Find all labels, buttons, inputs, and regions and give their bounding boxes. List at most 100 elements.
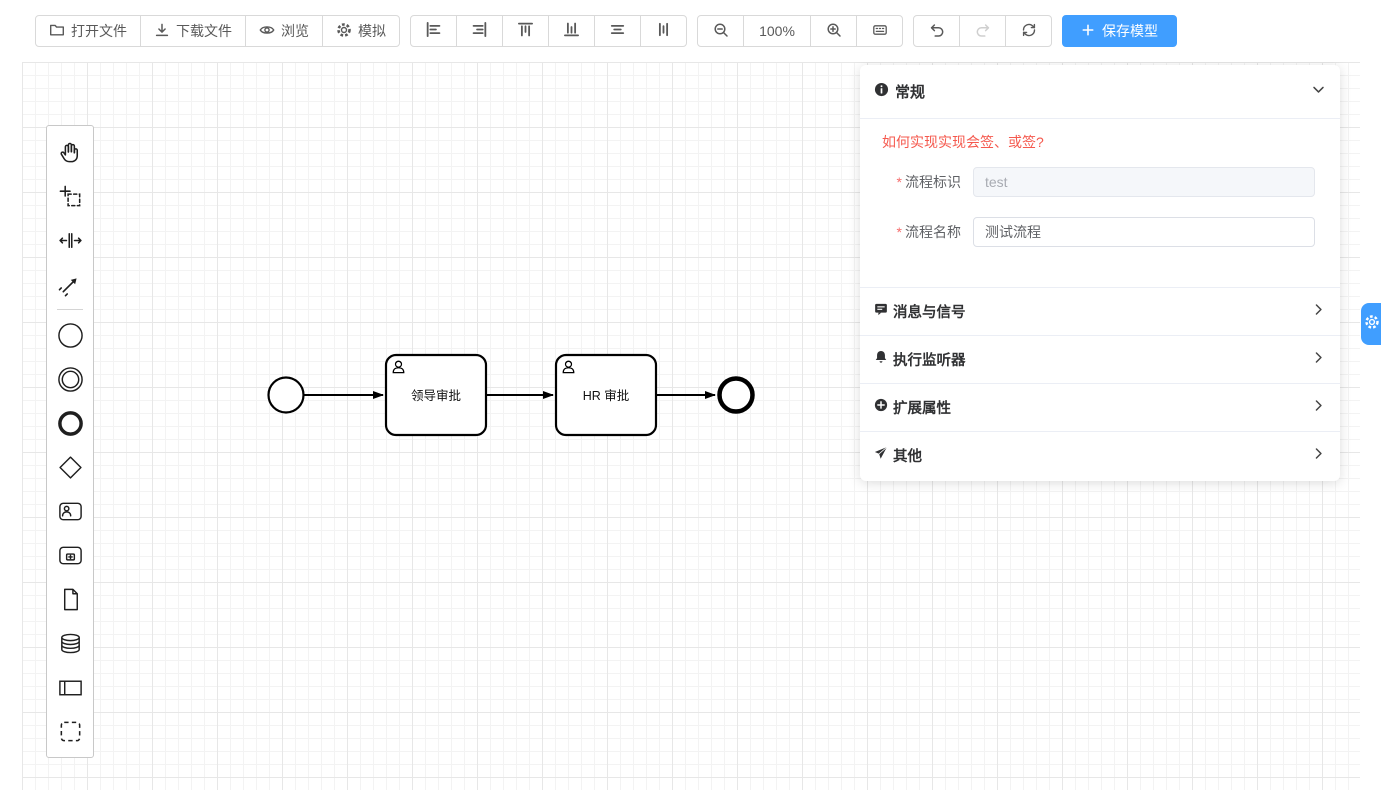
general-section-body: 如何实现实现会签、或签? *流程标识 *流程名称 — [860, 119, 1340, 287]
settings-drawer-toggle[interactable] — [1361, 303, 1381, 345]
chevron-right-icon — [1311, 302, 1326, 322]
file-button-group: 打开文件 下载文件 浏览 模拟 — [35, 15, 400, 47]
redo-button[interactable] — [959, 15, 1006, 47]
document-icon — [63, 588, 78, 610]
message-icon — [874, 302, 888, 321]
download-file-label: 下载文件 — [176, 23, 232, 39]
zoom-in-icon — [826, 22, 842, 41]
zoom-level-value: 100% — [759, 23, 795, 39]
undo-button[interactable] — [913, 15, 960, 47]
chevron-down-icon — [1311, 82, 1326, 102]
palette-data-store[interactable] — [47, 621, 93, 665]
process-name-label: *流程名称 — [896, 224, 961, 240]
palette-user-task[interactable] — [47, 489, 93, 533]
hand-icon — [59, 142, 78, 162]
properties-panel: 常规 如何实现实现会签、或签? *流程标识 *流程名称 消息与信号 — [860, 65, 1340, 481]
user-icon — [392, 360, 405, 374]
align-top-button[interactable] — [502, 15, 549, 47]
countersign-help-link[interactable]: 如何实现实现会签、或签? — [882, 134, 1044, 150]
section-messages-signals[interactable]: 消息与信号 — [860, 287, 1340, 335]
palette-gateway[interactable] — [47, 445, 93, 489]
eye-icon — [259, 22, 275, 41]
align-right-icon — [471, 21, 488, 41]
section-execution-listeners[interactable]: 执行监听器 — [860, 335, 1340, 383]
gateway-icon — [58, 455, 82, 479]
palette-document[interactable] — [47, 577, 93, 621]
process-id-input[interactable] — [973, 167, 1315, 197]
align-bottom-button[interactable] — [548, 15, 595, 47]
align-left-icon — [425, 21, 442, 41]
section-other[interactable]: 其他 — [860, 431, 1340, 479]
process-name-row: *流程名称 — [882, 217, 1315, 247]
pool-icon — [58, 680, 82, 695]
chevron-right-icon — [1311, 446, 1326, 466]
info-icon — [874, 82, 889, 102]
preview-button[interactable]: 浏览 — [245, 15, 323, 47]
start-event-node[interactable] — [267, 376, 305, 414]
palette-group[interactable] — [47, 709, 93, 753]
simulate-label: 模拟 — [358, 23, 386, 39]
general-section-header[interactable]: 常规 — [860, 65, 1340, 119]
section-title: 执行监听器 — [893, 353, 966, 369]
preview-label: 浏览 — [281, 23, 309, 39]
open-file-button[interactable]: 打开文件 — [35, 15, 141, 47]
plus-icon — [1081, 23, 1095, 40]
palette-pool[interactable] — [47, 665, 93, 709]
palette-end-event[interactable] — [47, 401, 93, 445]
hand-tool[interactable] — [47, 130, 93, 174]
open-file-label: 打开文件 — [71, 23, 127, 39]
align-right-button[interactable] — [456, 15, 503, 47]
required-mark: * — [896, 174, 902, 190]
bpmn-diagram: 领导审批 HR 审批 — [267, 353, 755, 437]
download-file-button[interactable]: 下载文件 — [140, 15, 246, 47]
end-event-node[interactable] — [717, 376, 755, 414]
user-task-node-2[interactable]: HR 审批 — [554, 353, 658, 437]
refresh-button[interactable] — [1005, 15, 1052, 47]
section-title: 消息与信号 — [893, 305, 966, 321]
process-name-input[interactable] — [973, 217, 1315, 247]
palette-separator — [57, 309, 83, 310]
process-id-label: *流程标识 — [896, 174, 961, 190]
subprocess-icon — [58, 546, 82, 564]
align-center-horizontal-button[interactable] — [594, 15, 641, 47]
lasso-tool[interactable] — [47, 174, 93, 218]
align-center-vertical-icon — [655, 21, 672, 41]
task-label: 领导审批 — [411, 388, 461, 403]
user-icon — [562, 360, 575, 374]
general-section-title: 常规 — [895, 84, 926, 101]
align-center-vertical-button[interactable] — [640, 15, 687, 47]
simulate-button[interactable]: 模拟 — [322, 15, 400, 47]
align-left-button[interactable] — [410, 15, 457, 47]
plus-circle-icon — [874, 398, 888, 417]
zoom-in-button[interactable] — [810, 15, 857, 47]
palette-subprocess[interactable] — [47, 533, 93, 577]
refresh-icon — [1021, 22, 1037, 41]
section-title: 其他 — [893, 449, 922, 465]
save-model-button[interactable]: 保存模型 — [1062, 15, 1177, 47]
align-center-horizontal-icon — [609, 21, 626, 41]
intermediate-event-icon — [57, 366, 83, 392]
palette-start-event[interactable] — [47, 313, 93, 357]
palette-intermediate-event[interactable] — [47, 357, 93, 401]
space-tool[interactable] — [47, 218, 93, 262]
send-icon — [874, 446, 888, 465]
reset-view-button[interactable] — [856, 15, 903, 47]
zoom-level-button[interactable]: 100% — [743, 15, 811, 47]
section-extended-properties[interactable]: 扩展属性 — [860, 383, 1340, 431]
space-tool-icon — [58, 232, 82, 248]
group-icon — [60, 721, 80, 741]
global-connect-tool[interactable] — [47, 262, 93, 306]
lasso-icon — [59, 185, 80, 206]
redo-icon — [975, 22, 991, 41]
align-bottom-icon — [563, 21, 580, 41]
save-model-label: 保存模型 — [1102, 23, 1158, 39]
gear-icon — [1364, 314, 1380, 335]
toolbar: 打开文件 下载文件 浏览 模拟 — [0, 0, 1381, 62]
user-task-node-1[interactable]: 领导审批 — [384, 353, 488, 437]
zoom-button-group: 100% — [697, 15, 903, 47]
connect-icon — [58, 277, 77, 297]
task-label: HR 审批 — [583, 388, 630, 403]
download-icon — [154, 22, 170, 41]
zoom-out-button[interactable] — [697, 15, 744, 47]
